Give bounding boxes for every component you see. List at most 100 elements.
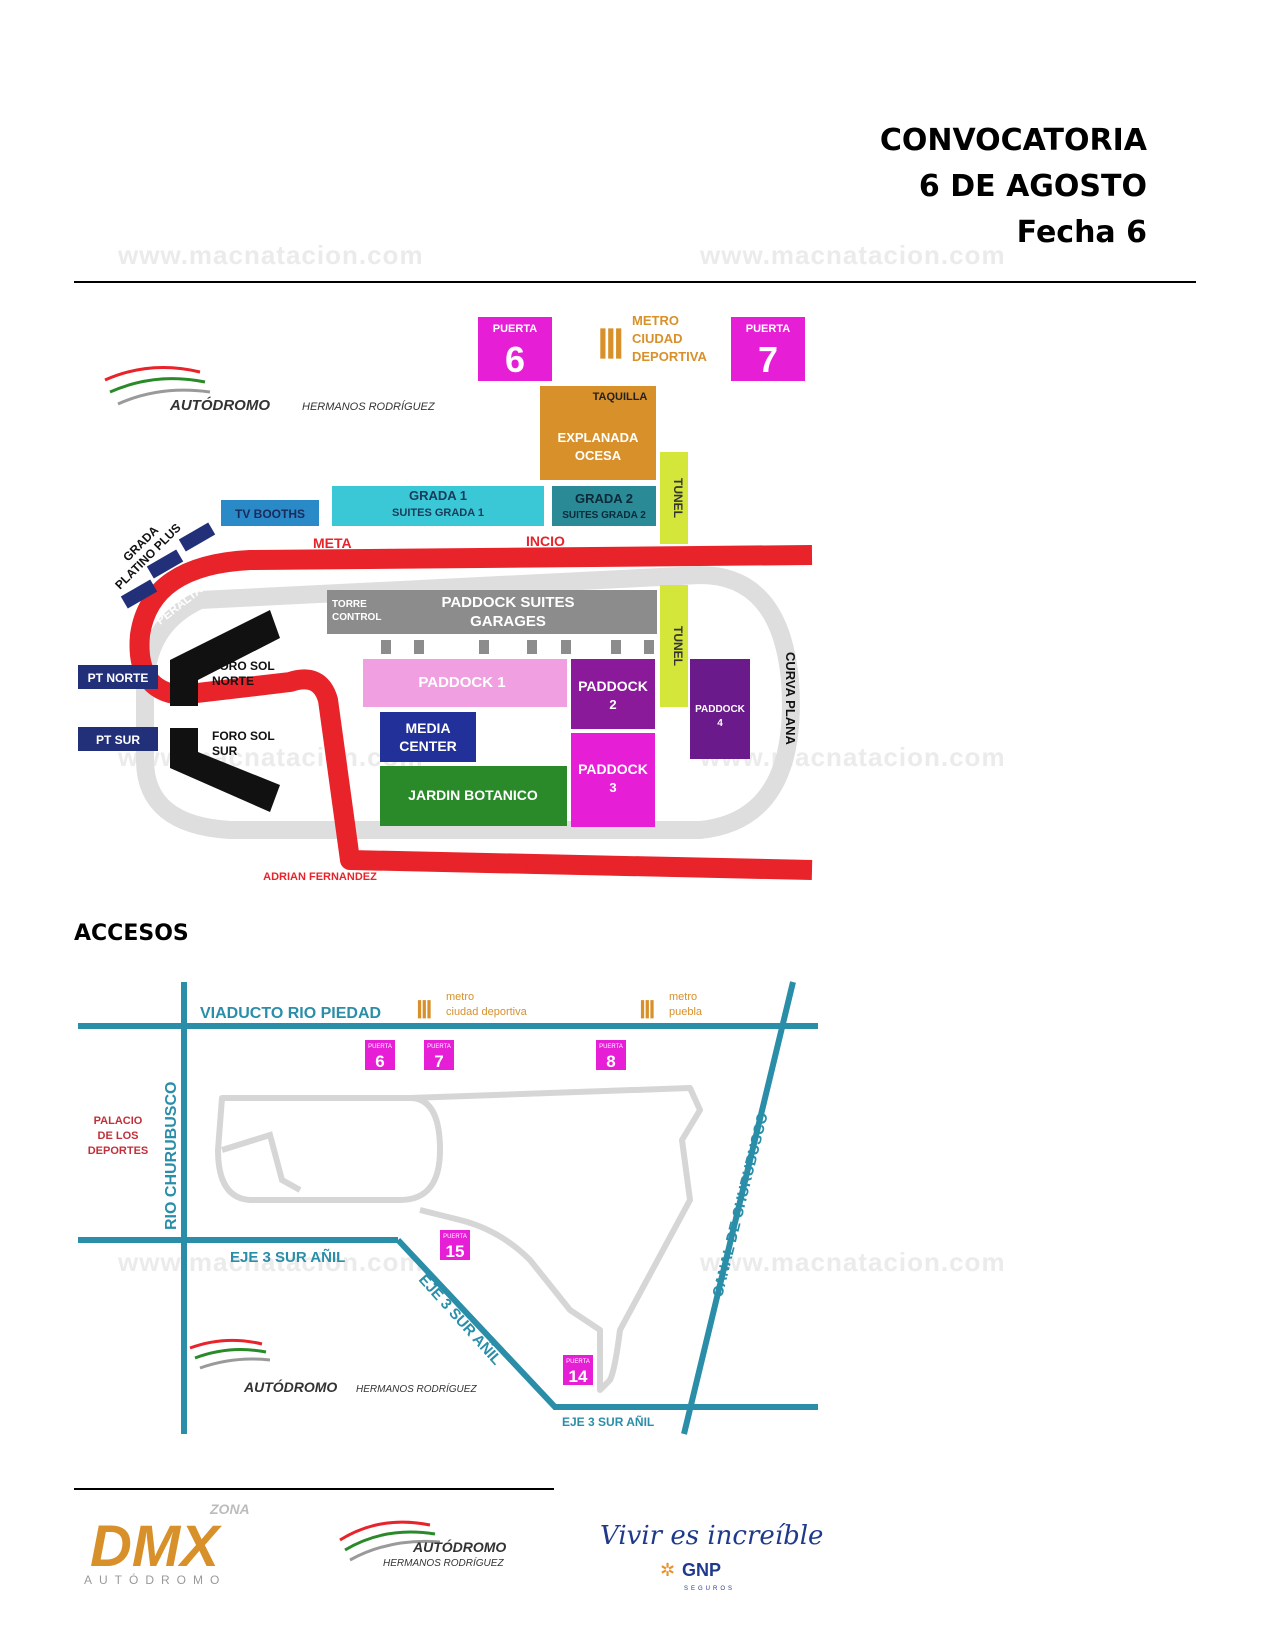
venue-map: PUERTA 6 Ⅲ METRO CIUDAD DEPORTIVA PUERTA… bbox=[78, 313, 813, 883]
svg-text:JARDIN BOTANICO: JARDIN BOTANICO bbox=[408, 787, 538, 803]
svg-text:PADDOCK: PADDOCK bbox=[695, 704, 746, 715]
header-date: 6 DE AGOSTO bbox=[918, 169, 1147, 204]
metro-puebla-small: Ⅲ metro puebla bbox=[639, 991, 703, 1024]
svg-text:EXPLANADA: EXPLANADA bbox=[558, 430, 640, 445]
svg-text:SUR: SUR bbox=[212, 744, 238, 758]
gnp-seguros-logo: Vivir es increíble ✲ GNP SEGUROS bbox=[600, 1521, 823, 1592]
svg-text:HERMANOS RODRÍGUEZ: HERMANOS RODRÍGUEZ bbox=[383, 1556, 504, 1569]
viaducto-label: VIADUCTO RIO PIEDAD bbox=[200, 1005, 381, 1022]
metro-ciudad-deportiva: Ⅲ METRO CIUDAD DEPORTIVA bbox=[597, 313, 707, 367]
svg-text:AUTÓDROMO: AUTÓDROMO bbox=[412, 1538, 506, 1555]
svg-text:METRO: METRO bbox=[632, 313, 679, 328]
header-fecha: Fecha 6 bbox=[1016, 215, 1147, 250]
svg-text:Vivir es increíble: Vivir es increíble bbox=[600, 1521, 823, 1551]
svg-text:8: 8 bbox=[606, 1052, 615, 1071]
svg-text:HERMANOS RODRÍGUEZ: HERMANOS RODRÍGUEZ bbox=[356, 1382, 477, 1395]
media-center: MEDIA CENTER bbox=[380, 712, 476, 762]
svg-text:2: 2 bbox=[609, 697, 616, 712]
svg-text:GRADA 1: GRADA 1 bbox=[409, 488, 467, 503]
paddock-suites-garages: TORRE CONTROL PADDOCK SUITES GARAGES bbox=[327, 590, 657, 634]
autodromo-footer-logo: AUTÓDROMO HERMANOS RODRÍGUEZ bbox=[339, 1520, 506, 1569]
header-rule bbox=[74, 281, 1196, 283]
svg-text:7: 7 bbox=[434, 1052, 443, 1071]
svg-text:metro: metro bbox=[669, 991, 697, 1003]
svg-text:metro: metro bbox=[446, 991, 474, 1003]
metro-icon: Ⅲ bbox=[639, 997, 656, 1024]
grada-1: GRADA 1 SUITES GRADA 1 bbox=[332, 486, 544, 526]
svg-text:TUNEL: TUNEL bbox=[671, 478, 685, 518]
svg-text:CONTROL: CONTROL bbox=[332, 612, 381, 623]
eje3-label-horizontal: EJE 3 SUR AÑIL bbox=[230, 1248, 345, 1266]
svg-text:15: 15 bbox=[446, 1242, 465, 1261]
svg-text:PUERTA: PUERTA bbox=[493, 323, 537, 335]
palacio-deportes-label: PALACIO DE LOS DEPORTES bbox=[88, 1115, 149, 1157]
foro-sol-sur: FORO SOL SUR bbox=[170, 728, 280, 812]
svg-text:PADDOCK SUITES: PADDOCK SUITES bbox=[441, 594, 574, 611]
eje3-label-bottom: EJE 3 SUR AÑIL bbox=[562, 1414, 654, 1429]
svg-text:DE LOS: DE LOS bbox=[98, 1130, 139, 1142]
svg-text:GARAGES: GARAGES bbox=[470, 613, 546, 630]
svg-text:PUERTA: PUERTA bbox=[443, 1234, 467, 1240]
roads bbox=[78, 981, 818, 1435]
gate-8-marker: PUERTA 8 bbox=[596, 1040, 626, 1071]
svg-text:PADDOCK: PADDOCK bbox=[578, 678, 648, 694]
paddock-2: PADDOCK 2 bbox=[571, 659, 655, 729]
explanada-ocesa: TAQUILLA EXPLANADA OCESA bbox=[540, 386, 656, 480]
svg-text:3: 3 bbox=[609, 780, 616, 795]
svg-text:SEGUROS: SEGUROS bbox=[684, 1586, 735, 1592]
paddock-4: PADDOCK 4 bbox=[690, 659, 750, 759]
svg-text:4: 4 bbox=[717, 718, 723, 729]
rio-churubusco-label: RIO CHURUBUSCO bbox=[163, 1082, 180, 1230]
foro-sol-norte: FORO SOL NORTE bbox=[170, 610, 280, 706]
metro-icon: Ⅲ bbox=[416, 997, 433, 1024]
svg-text:MEDIA: MEDIA bbox=[405, 720, 450, 736]
metro-icon: Ⅲ bbox=[597, 323, 625, 367]
tunel-top: TUNEL bbox=[660, 452, 688, 544]
watermark: www.macnatacion.com bbox=[700, 1247, 1006, 1277]
svg-text:ciudad deportiva: ciudad deportiva bbox=[446, 1006, 528, 1018]
gate-7-marker: PUERTA 7 bbox=[424, 1040, 454, 1071]
svg-text:AUTÓDROMO: AUTÓDROMO bbox=[84, 1572, 226, 1587]
gate-6-marker: PUERTA 6 bbox=[365, 1040, 395, 1071]
canal-churubusco-label: CANAL DE CHURUBUSCO bbox=[709, 1110, 771, 1299]
svg-text:7: 7 bbox=[758, 339, 778, 380]
svg-text:PUERTA: PUERTA bbox=[566, 1359, 590, 1365]
access-map: VIADUCTO RIO PIEDAD Ⅲ metro ciudad depor… bbox=[78, 981, 818, 1435]
gate-15-marker: PUERTA 15 bbox=[440, 1230, 470, 1261]
gate-14-marker: PUERTA 14 bbox=[563, 1355, 593, 1386]
svg-text:PADDOCK 1: PADDOCK 1 bbox=[418, 674, 505, 691]
grada-2: GRADA 2 SUITES GRADA 2 bbox=[552, 486, 656, 526]
svg-text:CIUDAD: CIUDAD bbox=[632, 331, 683, 346]
svg-text:NORTE: NORTE bbox=[212, 674, 254, 688]
svg-text:DEPORTIVA: DEPORTIVA bbox=[632, 349, 707, 364]
circuit-inner bbox=[221, 1131, 302, 1193]
svg-text:SUITES GRADA 1: SUITES GRADA 1 bbox=[392, 507, 484, 519]
pt-norte: PT NORTE bbox=[78, 665, 158, 689]
circuit-outline bbox=[215, 1085, 703, 1393]
puerta-6-gate: PUERTA 6 bbox=[478, 317, 552, 381]
document-header: CONVOCATORIA 6 DE AGOSTO Fecha 6 bbox=[880, 118, 1147, 256]
watermark: www.macnatacion.com bbox=[118, 742, 424, 772]
meta-label: META bbox=[313, 535, 352, 551]
svg-text:PUERTA: PUERTA bbox=[427, 1044, 451, 1050]
svg-text:DEPORTES: DEPORTES bbox=[88, 1145, 149, 1157]
svg-text:SUITES GRADA 2: SUITES GRADA 2 bbox=[562, 510, 646, 521]
autodromo-logo-small: AUTÓDROMO HERMANOS RODRÍGUEZ bbox=[189, 1338, 477, 1395]
puerta-7-gate: PUERTA 7 bbox=[731, 317, 805, 381]
curva-adrian-label: CURVA bbox=[351, 857, 389, 869]
svg-text:PUERTA: PUERTA bbox=[599, 1044, 623, 1050]
svg-text:GRADA 2: GRADA 2 bbox=[575, 491, 633, 506]
svg-text:ZONA: ZONA bbox=[209, 1501, 250, 1517]
curva-plana-label: CURVA PLANA bbox=[783, 652, 798, 746]
curva-adrian-label: ADRIAN FERNANDEZ bbox=[263, 871, 377, 883]
svg-text:PUERTA: PUERTA bbox=[746, 323, 790, 335]
svg-text:TORRE: TORRE bbox=[332, 599, 367, 610]
garage-posts bbox=[381, 640, 654, 654]
svg-text:TAQUILLA: TAQUILLA bbox=[593, 391, 648, 403]
svg-text:PT NORTE: PT NORTE bbox=[88, 671, 149, 685]
tv-booths: TV BOOTHS bbox=[221, 500, 319, 526]
metro-ciudad-deportiva-small: Ⅲ metro ciudad deportiva bbox=[416, 991, 528, 1024]
svg-text:PT SUR: PT SUR bbox=[96, 733, 140, 747]
svg-text:PALACIO: PALACIO bbox=[94, 1115, 143, 1127]
svg-text:puebla: puebla bbox=[669, 1006, 703, 1018]
